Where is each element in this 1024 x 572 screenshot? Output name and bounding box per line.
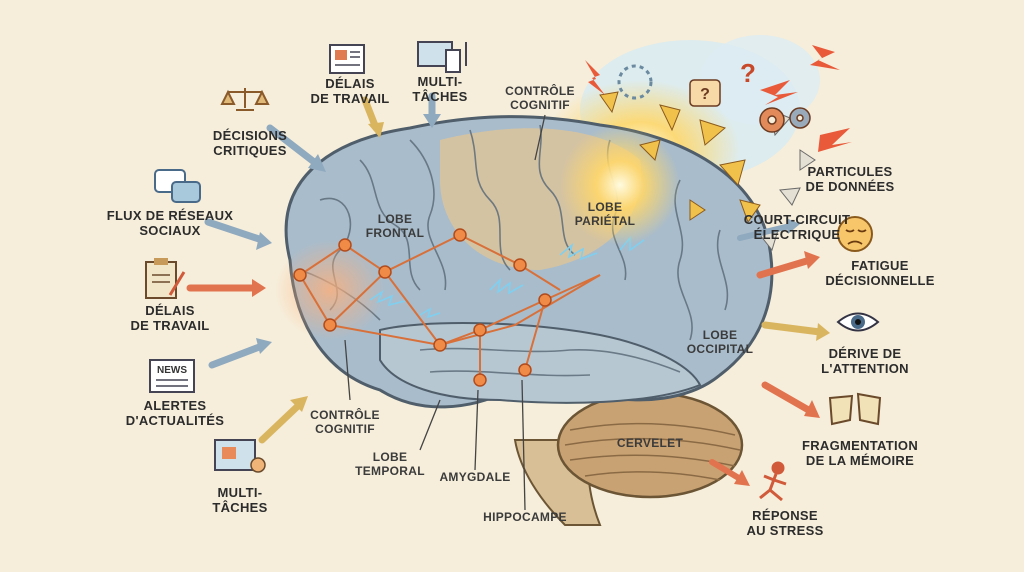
label-hippocampus: HIPPOCAMPE	[483, 510, 567, 524]
cerebellum	[556, 391, 744, 499]
neuron-node	[518, 363, 532, 377]
label-pointers	[344, 114, 546, 511]
scales-icon	[220, 88, 270, 111]
gear-icon	[759, 107, 811, 133]
label-parietal-lobe: LOBE PARIÉTAL	[574, 200, 636, 228]
newspaper-icon	[329, 44, 365, 74]
neuron-node	[293, 268, 307, 282]
neuron-node	[473, 323, 487, 337]
tablet-touch-icon	[214, 439, 266, 473]
label-decision-fatigue: FATIGUE DÉCISIONNELLE	[825, 258, 935, 288]
label-attention-drift: DÉRIVE DE L'ATTENTION	[821, 346, 909, 376]
label-news: ALERTES D'ACTUALITÉS	[125, 398, 225, 428]
output-arrows	[709, 218, 830, 486]
label-frontal-lobe: LOBE FRONTAL	[365, 212, 425, 240]
neuron-node	[378, 265, 392, 279]
label-data-particles: PARTICULES DE DONNÉES	[805, 164, 895, 194]
neuron-node	[323, 318, 337, 332]
input-arrows	[186, 92, 441, 444]
label-cerebellum: CERVELET	[616, 436, 684, 450]
torn-paper-icon	[828, 392, 882, 426]
neural-network	[293, 228, 645, 387]
neuron-node	[538, 293, 552, 307]
neuron-node	[433, 338, 447, 352]
label-short-circuit: COURT-CIRCUIT ÉLECTRIQUE	[743, 212, 851, 242]
label-deadlines-top: DÉLAIS DE TRAVAIL	[310, 76, 390, 106]
label-occipital-lobe: LOBE OCCIPITAL	[686, 328, 754, 356]
label-cognitive-control-top: CONTRÔLE COGNITIF	[505, 84, 575, 112]
label-temporal-lobe: LOBE TEMPORAL	[355, 450, 425, 478]
neuron-node	[513, 258, 527, 272]
label-multitask-left: MULTI-TÂCHES	[212, 485, 268, 515]
label-amygdala: AMYGDALE	[439, 470, 511, 484]
devices-icon	[417, 41, 467, 73]
chat-bubbles-icon	[154, 169, 201, 203]
explosion-question: ?	[700, 86, 710, 103]
tired-face-icon	[837, 216, 873, 252]
news-icon-text: NEWS	[157, 365, 187, 376]
label-memory-fragmentation: FRAGMENTATION DE LA MÉMOIRE	[801, 438, 919, 468]
neuron-node	[453, 228, 467, 242]
label-multitask-top: MULTI-TÂCHES	[412, 74, 468, 104]
label-decisions: DÉCISIONS CRITIQUES	[212, 128, 288, 158]
news-icon: NEWS	[149, 359, 195, 393]
eye-icon	[836, 312, 880, 332]
label-stress-response: RÉPONSE AU STRESS	[746, 508, 824, 538]
running-person-icon	[759, 461, 787, 502]
label-deadlines-left: DÉLAIS DE TRAVAIL	[130, 303, 210, 333]
neuron-node	[338, 238, 352, 252]
label-social: FLUX DE RÉSEAUX SOCIAUX	[106, 208, 234, 238]
clipboard-icon	[145, 258, 186, 299]
label-cognitive-control-bottom: CONTRÔLE COGNITIF	[310, 408, 380, 436]
explosion-question: ?	[740, 58, 756, 88]
explosion-burst: ? ?	[560, 45, 852, 252]
neuron-node	[473, 373, 487, 387]
